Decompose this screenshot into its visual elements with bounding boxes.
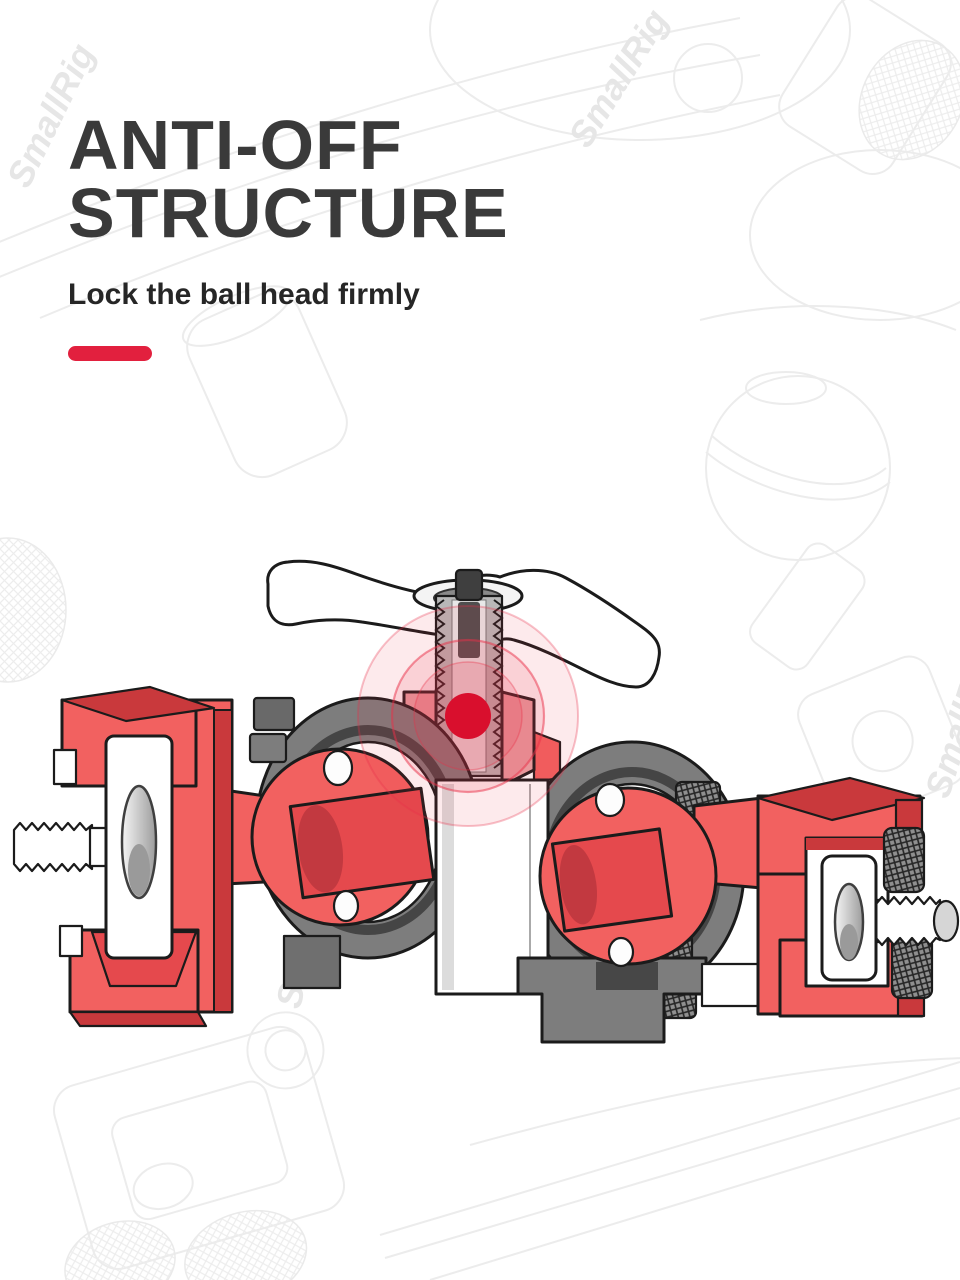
right-clamp bbox=[756, 776, 960, 1018]
knurled-pad bbox=[890, 934, 934, 1000]
title-line-1: ANTI-OFF bbox=[68, 106, 403, 184]
watermark-knob-left bbox=[0, 537, 67, 683]
page-subtitle: Lock the ball head firmly bbox=[68, 277, 420, 311]
base-foot bbox=[282, 934, 774, 1044]
left-clamp-t-nut bbox=[104, 734, 174, 960]
ball-head-clamp-cutaway-illustration bbox=[12, 559, 960, 1044]
right-disc-flange bbox=[538, 782, 764, 968]
flange-screw-hole bbox=[594, 782, 626, 818]
left-clamp bbox=[12, 685, 234, 1028]
flange-screw-hole bbox=[607, 936, 635, 968]
right-clamp-t-nut bbox=[820, 854, 878, 982]
flange-screw-hole bbox=[322, 749, 354, 787]
left-disc-flange bbox=[222, 747, 436, 927]
highlight-dot bbox=[445, 693, 491, 739]
accent-divider bbox=[68, 345, 152, 361]
flange-screw-hole bbox=[332, 889, 360, 923]
knurled-pad bbox=[882, 826, 926, 894]
watermark-knurl-top-right bbox=[858, 39, 960, 161]
page-title: ANTI-OFF STRUCTURE bbox=[68, 106, 509, 252]
highlight-target bbox=[357, 605, 579, 827]
watermark-brand-text: SmallRig bbox=[560, 2, 676, 154]
threaded-locking-shaft bbox=[434, 568, 504, 778]
header-block: ANTI-OFF STRUCTURE Lock the ball head fi… bbox=[68, 106, 509, 361]
title-line-2: STRUCTURE bbox=[68, 173, 509, 252]
